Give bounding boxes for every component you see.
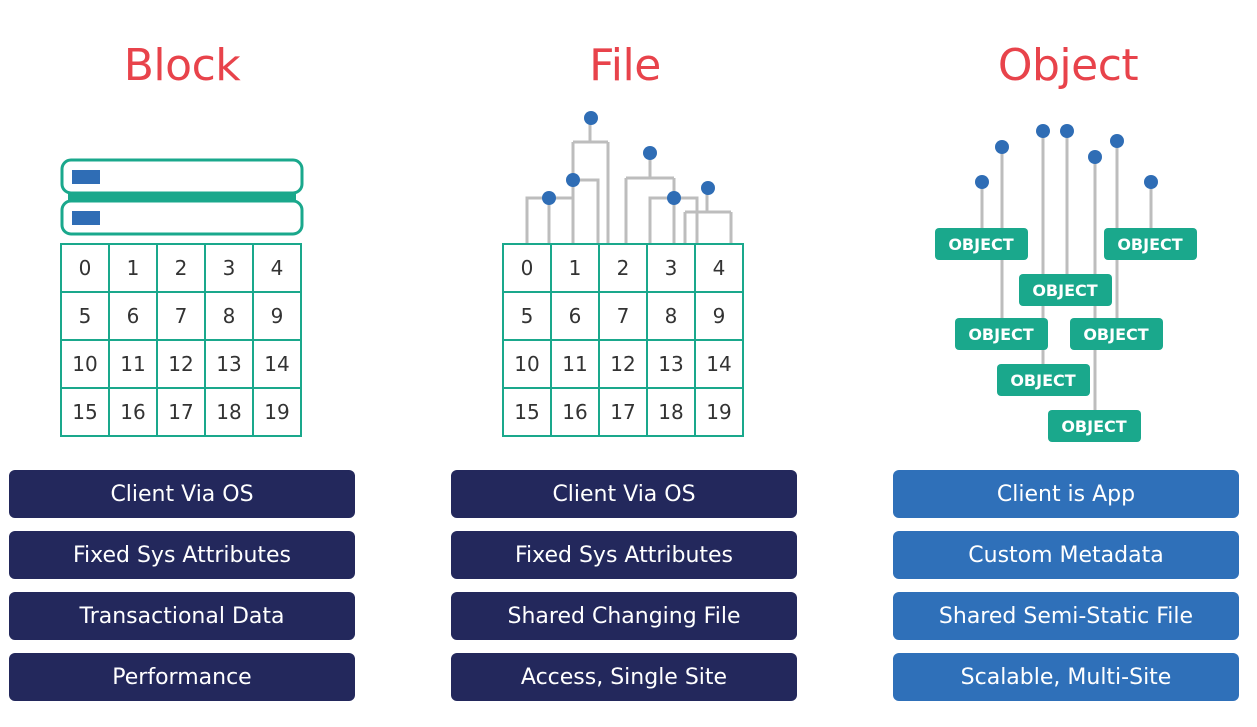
grid-cell: 16	[550, 387, 600, 437]
tree-node	[667, 191, 681, 205]
object-label: OBJECT	[1061, 417, 1126, 436]
grid-cell: 6	[108, 291, 158, 341]
grid-cell: 4	[694, 243, 744, 293]
grid-cell: 19	[694, 387, 744, 437]
tree-node	[643, 146, 657, 160]
object-label: OBJECT	[1010, 371, 1075, 390]
grid-row: 10 11 12 13 14	[502, 339, 744, 389]
grid-cell: 0	[60, 243, 110, 293]
grid-cell: 8	[204, 291, 254, 341]
object-node	[1036, 124, 1050, 138]
file-tree-icon	[525, 118, 733, 243]
object-tags: OBJECT OBJECT OBJECT OBJECT OBJECT OBJEC…	[935, 228, 1197, 442]
disk-icon	[60, 158, 304, 236]
grid-cell: 2	[156, 243, 206, 293]
grid-cell: 1	[108, 243, 158, 293]
object-attribute: Shared Semi-Static File	[893, 592, 1239, 640]
block-attribute: Transactional Data	[9, 592, 355, 640]
tree-node	[584, 111, 598, 125]
grid-row: 5 6 7 8 9	[60, 291, 302, 341]
object-node	[1088, 150, 1102, 164]
grid-row: 0 1 2 3 4	[60, 243, 302, 293]
object-node	[975, 175, 989, 189]
grid-cell: 7	[156, 291, 206, 341]
file-attribute: Fixed Sys Attributes	[451, 531, 797, 579]
grid-cell: 1	[550, 243, 600, 293]
grid-cell: 11	[550, 339, 600, 389]
file-attribute: Access, Single Site	[451, 653, 797, 701]
file-title: File	[589, 40, 661, 91]
grid-row: 10 11 12 13 14	[60, 339, 302, 389]
object-label: OBJECT	[1032, 281, 1097, 300]
grid-cell: 2	[598, 243, 648, 293]
grid-cell: 12	[598, 339, 648, 389]
grid-cell: 3	[646, 243, 696, 293]
block-attribute: Performance	[9, 653, 355, 701]
object-node	[1060, 124, 1074, 138]
grid-cell: 8	[646, 291, 696, 341]
grid-cell: 18	[204, 387, 254, 437]
grid-cell: 13	[204, 339, 254, 389]
object-node	[1110, 134, 1124, 148]
object-nodes	[975, 124, 1158, 189]
object-label: OBJECT	[1117, 235, 1182, 254]
grid-cell: 9	[252, 291, 302, 341]
grid-row: 5 6 7 8 9	[502, 291, 744, 341]
grid-row: 0 1 2 3 4	[502, 243, 744, 293]
grid-cell: 18	[646, 387, 696, 437]
block-attribute: Client Via OS	[9, 470, 355, 518]
grid-cell: 6	[550, 291, 600, 341]
object-attribute: Client is App	[893, 470, 1239, 518]
object-label: OBJECT	[968, 325, 1033, 344]
grid-cell: 5	[502, 291, 552, 341]
file-grid: 0 1 2 3 4 5 6 7 8 9 10 11 12 13 14 15 16…	[502, 243, 744, 437]
grid-cell: 11	[108, 339, 158, 389]
file-attribute: Shared Changing File	[451, 592, 797, 640]
block-grid: 0 1 2 3 4 5 6 7 8 9 10 11 12 13 14 15 16…	[60, 243, 302, 437]
file-tree-nodes	[542, 111, 715, 205]
grid-cell: 10	[502, 339, 552, 389]
grid-row: 15 16 17 18 19	[60, 387, 302, 437]
file-attribute: Client Via OS	[451, 470, 797, 518]
grid-cell: 14	[694, 339, 744, 389]
block-attribute: Fixed Sys Attributes	[9, 531, 355, 579]
object-label: OBJECT	[948, 235, 1013, 254]
grid-cell: 19	[252, 387, 302, 437]
grid-cell: 0	[502, 243, 552, 293]
grid-cell: 10	[60, 339, 110, 389]
object-label: OBJECT	[1083, 325, 1148, 344]
grid-cell: 16	[108, 387, 158, 437]
object-attribute: Custom Metadata	[893, 531, 1239, 579]
tree-node	[701, 181, 715, 195]
grid-cell: 17	[598, 387, 648, 437]
grid-row: 15 16 17 18 19	[502, 387, 744, 437]
grid-cell: 15	[60, 387, 110, 437]
block-title: Block	[123, 40, 241, 91]
grid-cell: 15	[502, 387, 552, 437]
grid-cell: 12	[156, 339, 206, 389]
grid-cell: 4	[252, 243, 302, 293]
tree-node	[566, 173, 580, 187]
grid-cell: 9	[694, 291, 744, 341]
grid-cell: 17	[156, 387, 206, 437]
tree-node	[542, 191, 556, 205]
object-title: Object	[997, 40, 1139, 91]
grid-cell: 3	[204, 243, 254, 293]
grid-cell: 5	[60, 291, 110, 341]
grid-cell: 13	[646, 339, 696, 389]
grid-cell: 7	[598, 291, 648, 341]
object-attribute: Scalable, Multi-Site	[893, 653, 1239, 701]
object-node	[1144, 175, 1158, 189]
object-node	[995, 140, 1009, 154]
grid-cell: 14	[252, 339, 302, 389]
